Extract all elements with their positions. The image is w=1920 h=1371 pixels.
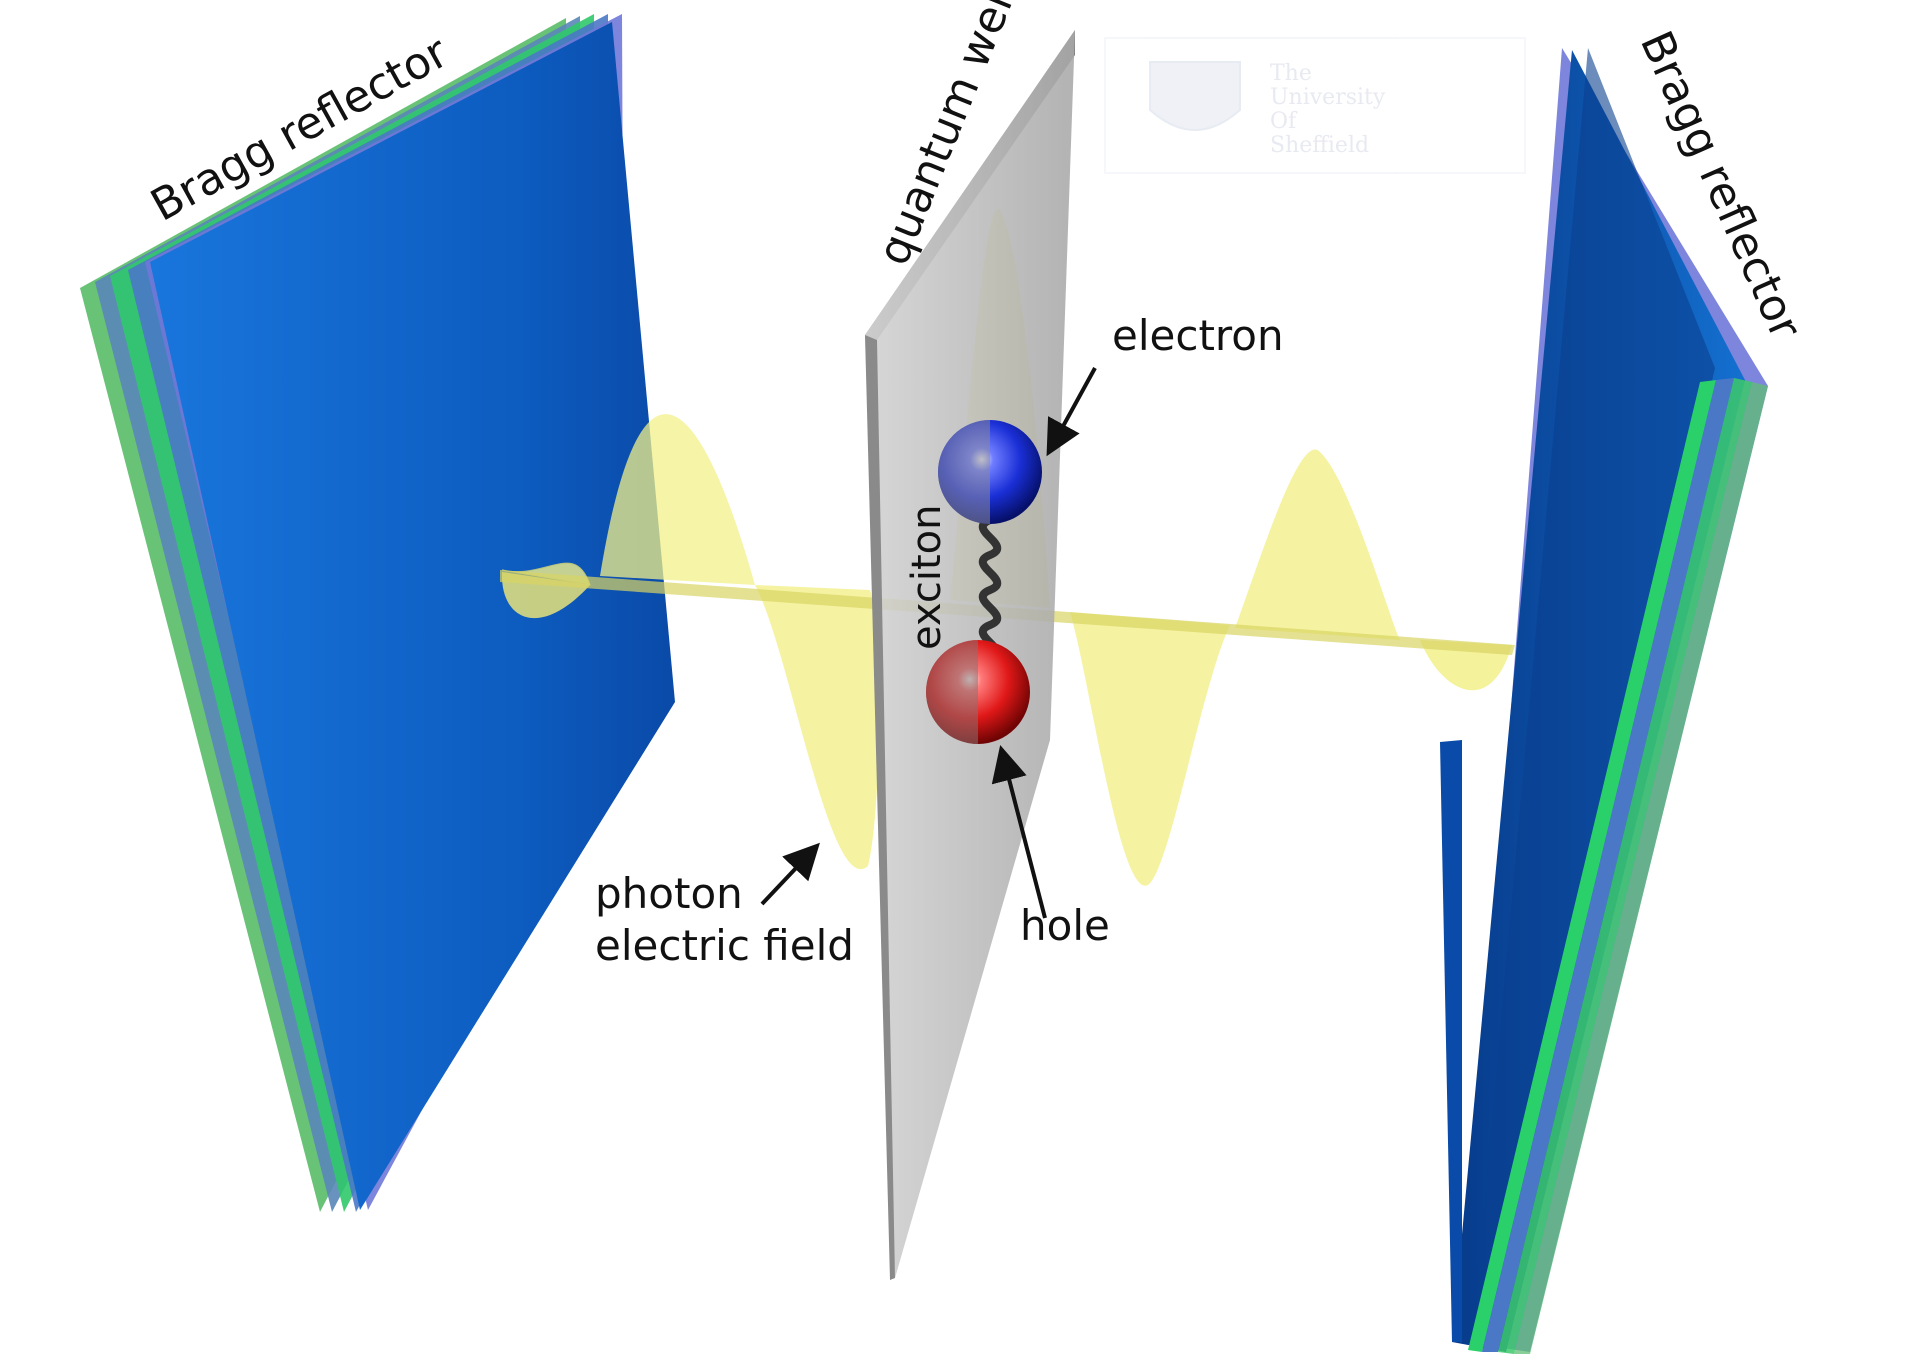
bragg-reflector-left bbox=[80, 14, 675, 1212]
hole-sphere bbox=[926, 640, 1030, 744]
label-hole: hole bbox=[1020, 901, 1110, 950]
hole-arrow bbox=[991, 745, 1047, 919]
label-exciton: exciton bbox=[904, 505, 950, 651]
label-electron: electron bbox=[1112, 311, 1284, 360]
bragg-reflector-right bbox=[1440, 48, 1768, 1354]
label-electric-field: electric field bbox=[595, 921, 854, 970]
watermark-line-4: Sheffield bbox=[1270, 133, 1369, 158]
photon-arrow bbox=[760, 842, 820, 906]
university-watermark: The University Of Sheffield bbox=[1104, 37, 1526, 174]
watermark-line-1: The bbox=[1270, 61, 1312, 86]
watermark-line-3: Of bbox=[1270, 109, 1298, 134]
exciton-spring bbox=[978, 516, 1002, 664]
label-photon: photon bbox=[595, 869, 743, 918]
electron-sphere bbox=[938, 420, 1042, 524]
electron-arrow bbox=[1046, 367, 1097, 457]
watermark-line-2: University bbox=[1270, 85, 1386, 110]
